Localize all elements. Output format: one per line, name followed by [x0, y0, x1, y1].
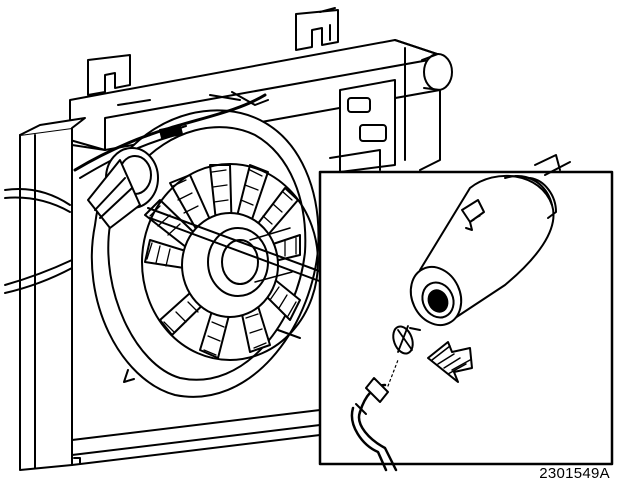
- connector-plug: [350, 359, 399, 472]
- retaining-clip: [392, 325, 421, 355]
- figure-id-label: 2301549A: [539, 465, 610, 482]
- removal-arrow: [427, 341, 473, 383]
- electrical-connector: [87, 147, 159, 229]
- detail-inset: [318, 154, 614, 472]
- callout-leader: [147, 207, 331, 286]
- fan-motor: [409, 154, 571, 327]
- radiator: [4, 7, 453, 471]
